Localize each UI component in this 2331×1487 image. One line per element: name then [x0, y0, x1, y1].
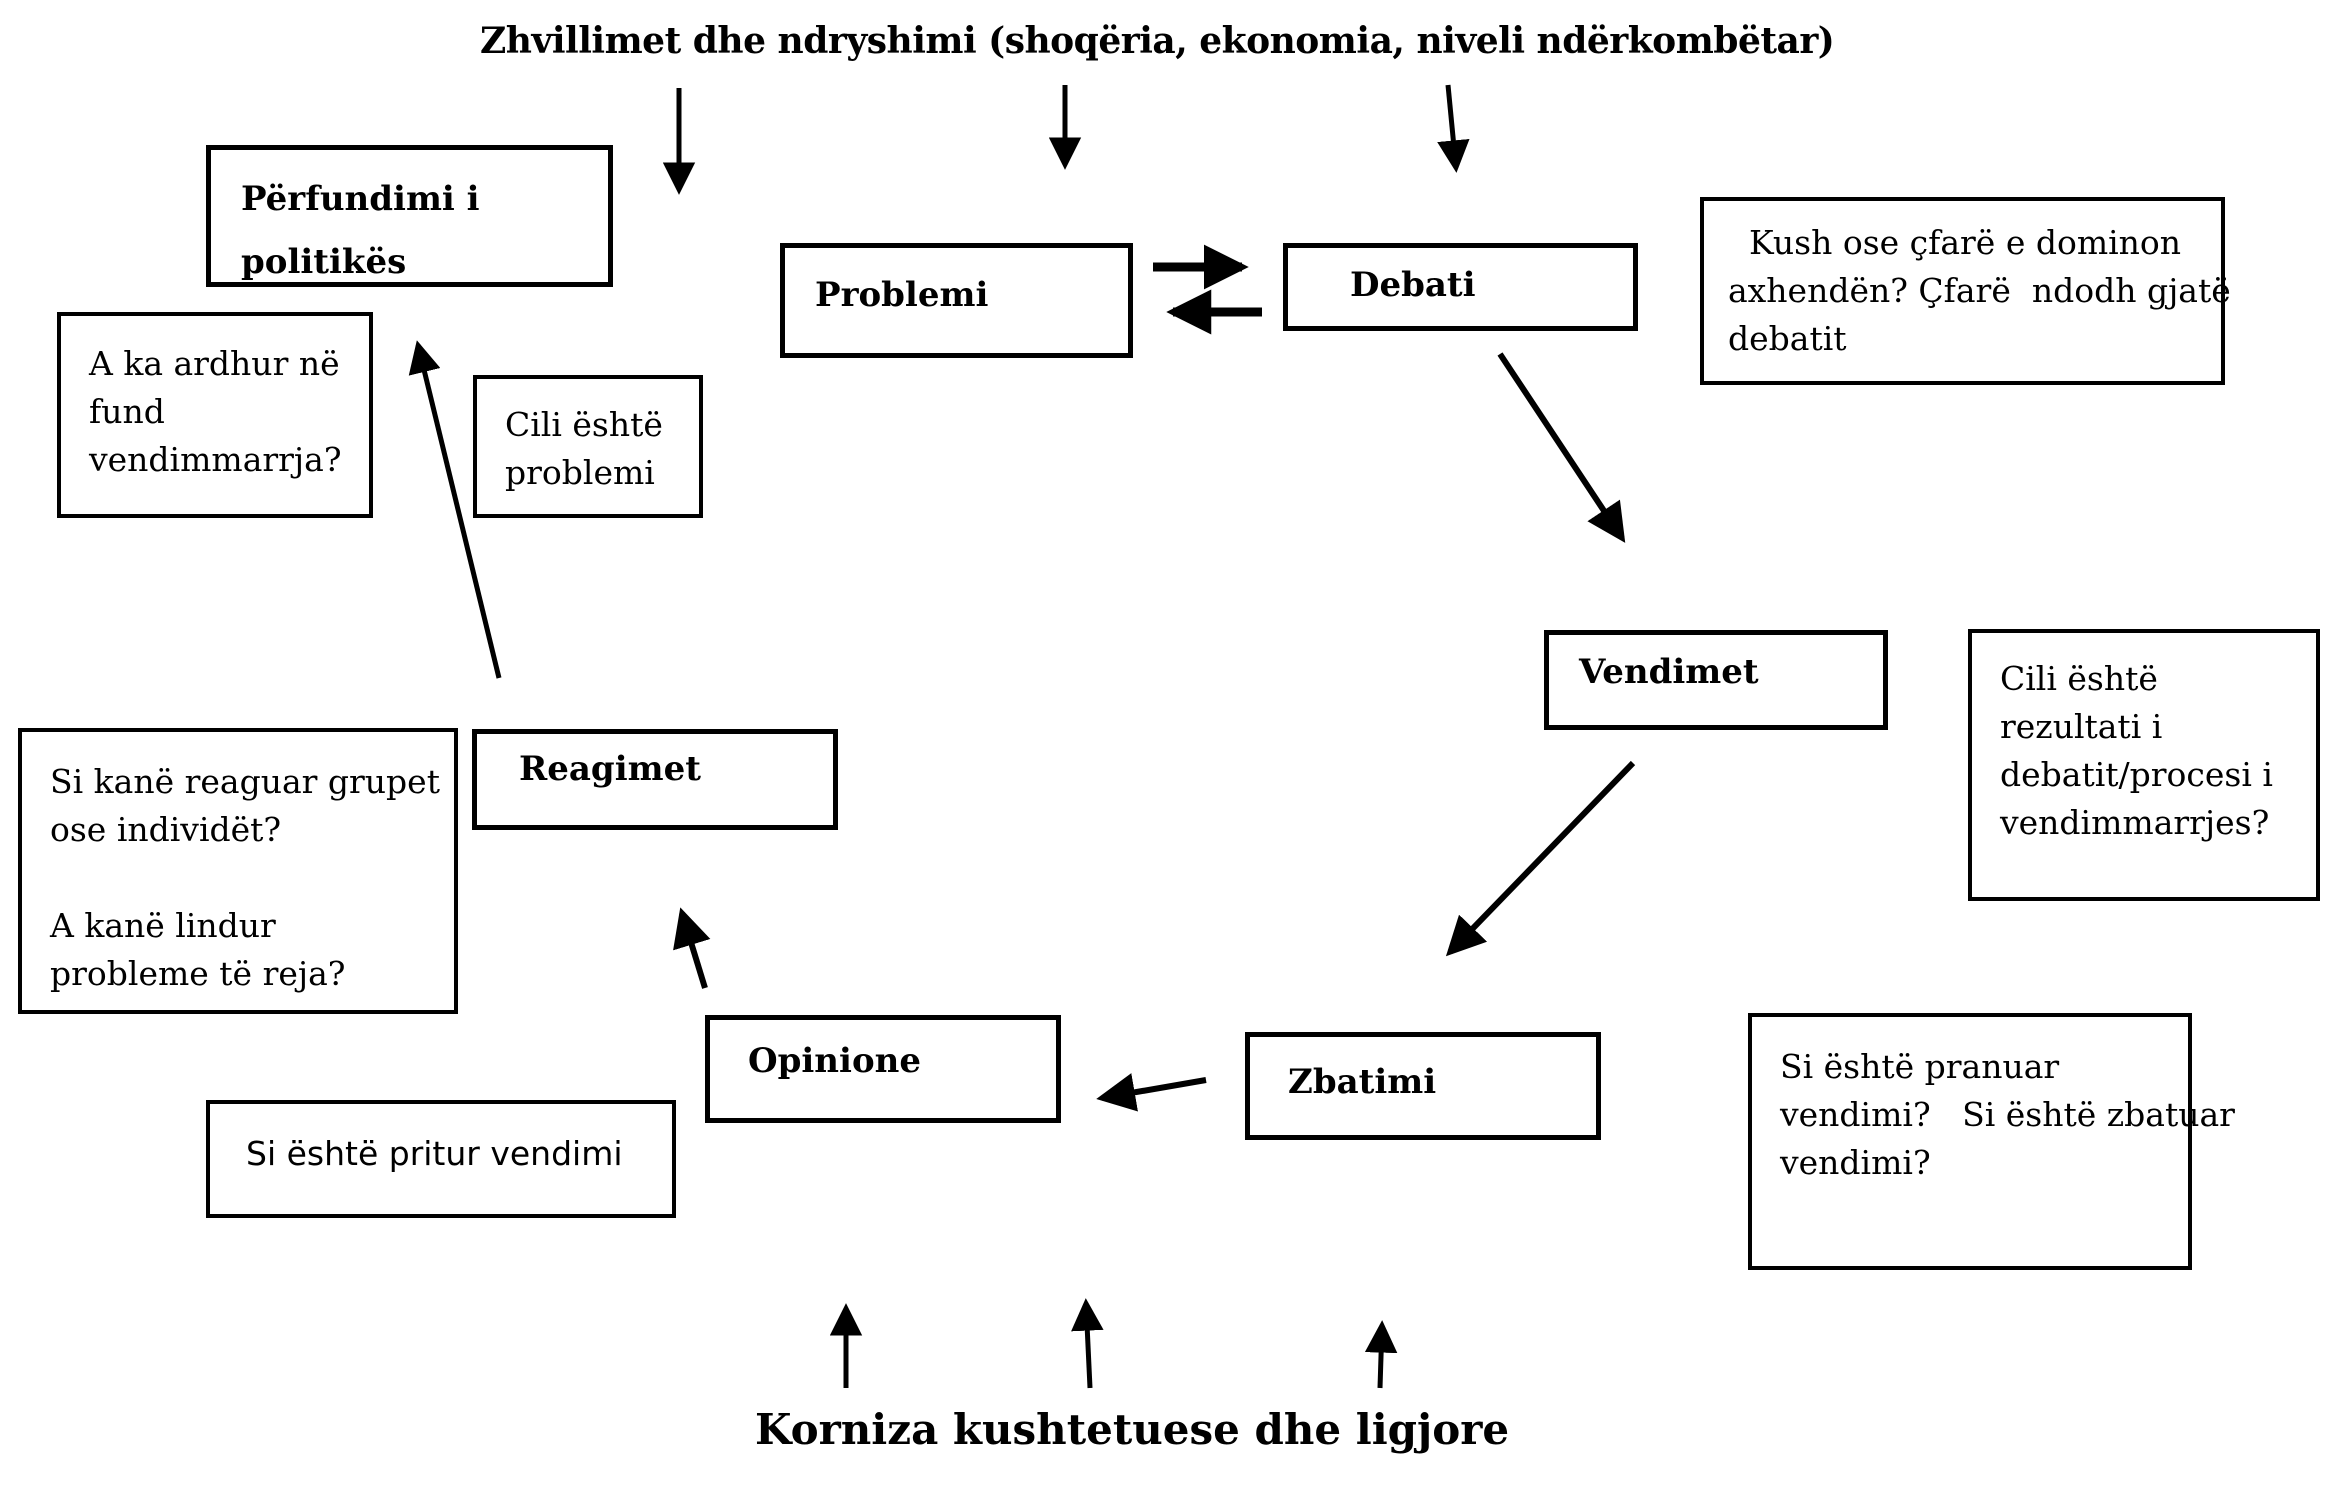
arrow-opinione-to-reagimet — [673, 907, 711, 989]
page-title: Zhvillimet dhe ndryshimi (shoqëria, ekon… — [480, 20, 1835, 62]
arrow-footer-up-2 — [1071, 1298, 1104, 1389]
node-zbatimi: Zbatimi — [1245, 1032, 1601, 1140]
node-opinione: Opinione — [705, 1015, 1061, 1123]
arrow-title-to-debati — [1437, 84, 1470, 173]
node-vendimet: Vendimet — [1544, 630, 1888, 730]
annotation-si-eshte-pritur: Si është pritur vendimi — [206, 1100, 676, 1218]
arrow-vendimet-to-zbatimi — [1445, 760, 1636, 957]
arrow-footer-up-3 — [1364, 1320, 1398, 1389]
arrow-zbatimi-to-opinione — [1096, 1073, 1207, 1112]
node-debati: Debati — [1283, 243, 1638, 331]
footer-title: Korniza kushtetuese dhe ligjore — [755, 1405, 1510, 1454]
arrow-reagimet-to-perfundimi — [408, 340, 502, 679]
node-reagimet: Reagimet — [472, 729, 838, 830]
arrow-debati-to-vendimet — [1497, 352, 1626, 543]
node-problemi: Problemi — [780, 243, 1133, 358]
